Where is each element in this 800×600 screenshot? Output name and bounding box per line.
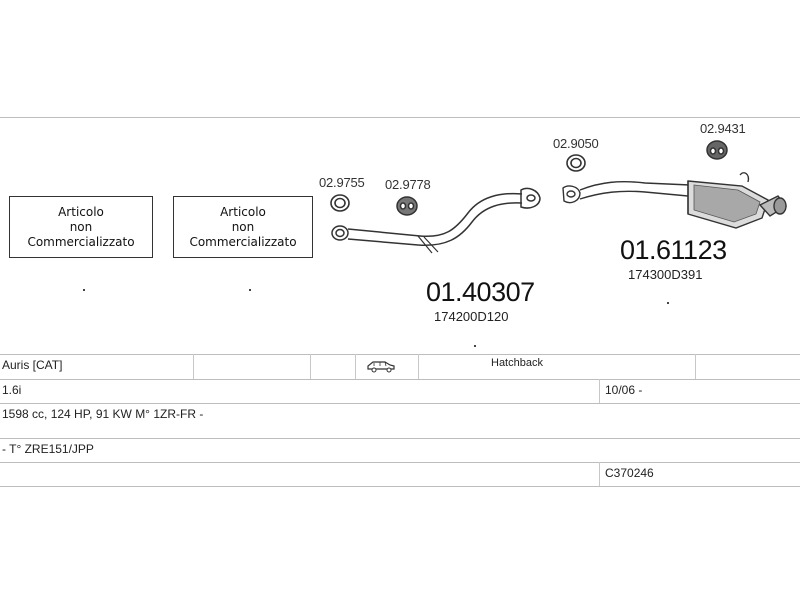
hanger-front-drawing[interactable] bbox=[396, 196, 418, 216]
front-pipe-drawing[interactable] bbox=[331, 187, 541, 254]
table-divider bbox=[599, 379, 600, 403]
table-divider bbox=[193, 354, 194, 379]
dot-marker bbox=[667, 302, 669, 304]
table-border bbox=[0, 438, 800, 439]
table-divider bbox=[695, 354, 696, 379]
box-2-line-1: Articolo bbox=[220, 204, 266, 219]
box-2-line-2: non bbox=[231, 219, 255, 234]
table-divider bbox=[355, 354, 356, 379]
gasket-mid-code[interactable]: 02.9050 bbox=[553, 136, 599, 151]
dot-marker bbox=[249, 289, 251, 291]
table-border bbox=[0, 486, 800, 487]
body-type: Hatchback bbox=[491, 357, 543, 369]
gasket-front-code[interactable]: 02.9755 bbox=[319, 175, 365, 190]
table-border bbox=[0, 379, 800, 380]
hanger-front-code[interactable]: 02.9778 bbox=[385, 177, 431, 192]
front-pipe-code[interactable]: 01.40307 bbox=[426, 277, 535, 307]
not-available-box-2: Articolo non Commercializzato bbox=[173, 196, 313, 258]
front-pipe-oem: 174200D120 bbox=[434, 309, 509, 324]
table-divider bbox=[599, 462, 600, 486]
table-border bbox=[0, 354, 800, 355]
catalog-code: C370246 bbox=[605, 466, 654, 480]
dot-marker bbox=[474, 345, 476, 347]
rear-silencer-oem: 174300D391 bbox=[628, 267, 703, 282]
rear-silencer-drawing[interactable] bbox=[562, 172, 788, 229]
dot-marker bbox=[83, 289, 85, 291]
table-divider bbox=[418, 354, 419, 379]
engine-specs: 1598 cc, 124 HP, 91 KW M° 1ZR-FR - bbox=[2, 407, 204, 421]
hatchback-car-icon bbox=[366, 359, 396, 378]
engine: 1.6i bbox=[2, 383, 22, 397]
box-1-line-2: non bbox=[69, 219, 93, 234]
gasket-front-drawing[interactable] bbox=[330, 194, 350, 212]
diagram-top-border bbox=[0, 117, 800, 118]
box-2-line-3: Commercializzato bbox=[189, 234, 297, 249]
vehicle-model: Auris [CAT] bbox=[2, 358, 63, 372]
not-available-box-1: Articolo non Commercializzato bbox=[9, 196, 153, 258]
gasket-mid-drawing[interactable] bbox=[566, 154, 586, 172]
chassis-code: - T° ZRE151/JPP bbox=[2, 442, 94, 456]
table-border bbox=[0, 403, 800, 404]
table-divider bbox=[310, 354, 311, 379]
production-dates: 10/06 - bbox=[605, 383, 643, 397]
hanger-rear-code[interactable]: 02.9431 bbox=[700, 121, 746, 136]
table-border bbox=[0, 462, 800, 463]
box-1-line-3: Commercializzato bbox=[27, 234, 135, 249]
box-1-line-1: Articolo bbox=[58, 204, 104, 219]
hanger-rear-drawing[interactable] bbox=[706, 140, 728, 160]
rear-silencer-code[interactable]: 01.61123 bbox=[620, 235, 727, 265]
